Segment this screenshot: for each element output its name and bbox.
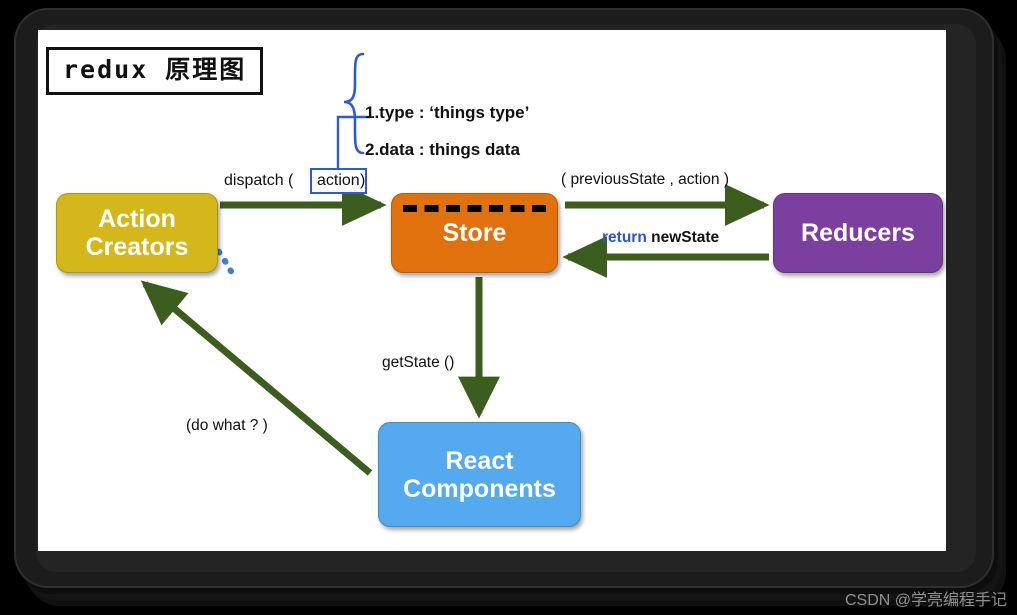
node-reducers[interactable]: Reducers (773, 193, 943, 273)
action-token-label: action (317, 172, 360, 189)
node-store-label: Store (442, 219, 507, 247)
action-token-box: action (310, 168, 367, 195)
label-dispatch-suffix: ) (360, 172, 366, 189)
label-dispatch-suffix-wrap: ) (360, 171, 365, 190)
label-dispatch-prefix: dispatch ( (224, 172, 294, 189)
brace-item-2: 2.data : things data (365, 140, 520, 159)
watermark: CSDN @学亮编程手记 (844, 592, 1007, 609)
store-dashed-line (403, 205, 546, 212)
brace-item-1: 1.type : ‘things type’ (365, 103, 530, 122)
node-reducers-label: Reducers (801, 219, 915, 247)
arrow-do-what (140, 280, 373, 476)
diagram-title-box: redux 原理图 (46, 47, 264, 95)
page-title: redux 原理图 (63, 55, 247, 84)
label-get-state: getState () (382, 354, 455, 371)
label-dispatch: dispatch ( (224, 171, 293, 190)
label-previous-state: ( previousState , action ) (561, 171, 729, 188)
curly-brace (343, 52, 365, 155)
node-action-creators-label: Action Creators (85, 205, 189, 261)
label-return-newstate: return newState (602, 229, 719, 248)
node-react-components[interactable]: React Components (378, 422, 581, 527)
label-return-value: newState (646, 229, 720, 246)
node-action-creators[interactable]: Action Creators (56, 193, 218, 273)
label-return-keyword: return (602, 229, 647, 246)
node-react-components-label: React Components (403, 446, 556, 503)
diagram-canvas: redux 原理图 (38, 30, 946, 551)
label-do-what: (do what ? ) (186, 417, 268, 434)
